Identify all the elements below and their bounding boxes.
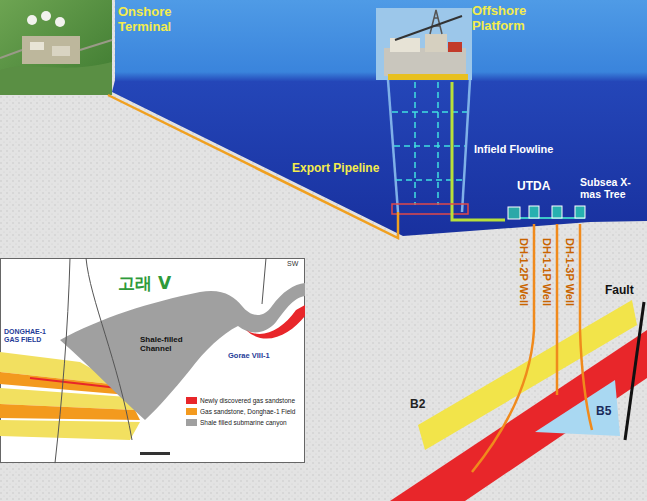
connector-label: Export Pipeline — [292, 162, 379, 176]
legend-text: Newly discovered gas sandstone — [200, 397, 295, 404]
component-node: UTDA — [505, 180, 561, 222]
annotation-label: B2 — [410, 398, 425, 412]
node-text-block: UTDA — [517, 180, 559, 194]
platform-deck — [384, 48, 466, 76]
platform-module — [390, 38, 420, 52]
annotation-label: DONGHAE-1 GAS FIELD — [4, 328, 60, 344]
inset-frame — [1, 259, 305, 463]
sea-water — [112, 0, 647, 236]
jacket-conductor — [415, 82, 438, 205]
well-label: DH-1-1P Well — [540, 238, 553, 306]
jacket-brace — [392, 112, 467, 180]
terminal-building — [52, 46, 70, 56]
shale-channel — [60, 283, 305, 420]
well-label: DH-1-3P Well — [563, 238, 576, 306]
node-label: UTDA — [517, 180, 559, 194]
platform-photo-sky — [376, 8, 472, 80]
platform-cellar-deck — [388, 74, 468, 80]
jacket-leg — [462, 80, 470, 212]
well-path — [472, 224, 534, 472]
annotation-label: B5 — [596, 405, 611, 419]
utda-symbol — [508, 207, 520, 219]
annotation-label: Fault — [605, 284, 634, 298]
platform-illustration — [376, 8, 472, 214]
legend-row: Newly discovered gas sandstone — [186, 397, 295, 404]
gas-sand-layer — [0, 420, 140, 440]
b5-sand-layer — [535, 380, 620, 436]
new-gas-sand-lens — [246, 305, 305, 339]
storage-tank — [55, 17, 65, 27]
terminal-pad — [22, 36, 80, 64]
xmas-tree-symbol — [575, 206, 585, 218]
subsea-system — [472, 206, 592, 472]
component-node: Onshore Terminal — [0, 0, 200, 95]
flowline-riser — [451, 82, 454, 212]
node-label: Onshore Terminal — [118, 5, 198, 35]
inset-well-line — [55, 258, 266, 463]
storage-tank — [41, 11, 51, 21]
well-label: DH-1-2P Well — [517, 238, 530, 306]
legend-swatch — [186, 419, 197, 426]
pipeline-connector — [452, 212, 505, 220]
xmas-tree-symbol — [529, 206, 539, 218]
node-text-block: Onshore Terminal — [118, 5, 198, 35]
crane-boom — [395, 16, 462, 40]
formations — [390, 300, 647, 501]
legend-swatch — [186, 408, 197, 415]
onshore-land — [0, 0, 112, 95]
node-label: Subsea X-mas Tree — [580, 176, 644, 200]
onshore-photo — [0, 0, 112, 95]
component-node: Subsea X-mas Tree — [580, 176, 646, 208]
node-label: Offshore Platform — [472, 4, 556, 34]
storage-tank — [27, 15, 37, 25]
terminal-building — [30, 42, 44, 50]
derrick — [430, 10, 442, 34]
annotation-label: SW — [287, 260, 298, 268]
fault-line — [625, 302, 644, 440]
gas-sand-layer — [0, 404, 140, 420]
annotation-label: Gorae VIII-1 — [228, 352, 270, 361]
legend-swatch — [186, 397, 197, 404]
legend-text: Shale filled submarine canyon — [200, 419, 287, 426]
scale-bar — [140, 452, 170, 455]
annotation-label: 고래 V — [118, 274, 171, 294]
onshore-field — [0, 62, 112, 95]
gas-sand-layer — [390, 330, 647, 501]
well-path — [556, 224, 559, 395]
legend-row: Shale filled submarine canyon — [186, 419, 287, 426]
node-text-block: Offshore Platform — [472, 4, 556, 34]
cross-section-inset — [0, 258, 305, 463]
node-text-block: Subsea X-mas Tree — [580, 176, 644, 200]
well-path — [580, 224, 592, 430]
legend-row: Gas sandstone, Donghae-1 Field — [186, 408, 295, 415]
platform-module — [425, 34, 447, 52]
connector-label: Infield Flowline — [474, 143, 553, 156]
legend-text: Gas sandstone, Donghae-1 Field — [200, 408, 295, 415]
jacket-base — [392, 204, 468, 214]
annotation-label: Shale-filled Channel — [140, 335, 195, 353]
road — [0, 40, 112, 58]
platform-module — [448, 42, 462, 52]
pipeline-connector — [108, 95, 398, 238]
xmas-tree-symbol — [552, 206, 562, 218]
